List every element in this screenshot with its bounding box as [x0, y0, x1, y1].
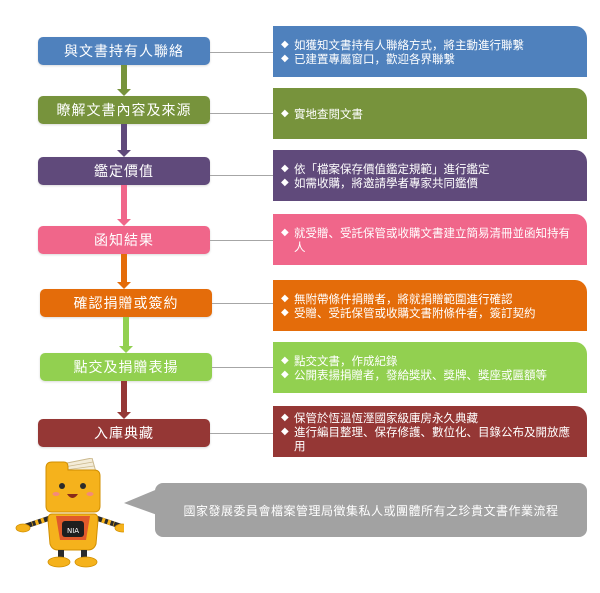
detail-confirm-donation: ◆ 無附帶條件捐贈者，將就捐贈範圍進行確認 ◆ 受贈、受託保管或收購文書附條件者，簽… [273, 280, 587, 331]
detail-notify-result: ◆ 就受贈、受託保管或收購文書建立簡易清冊並函知持有人 [273, 214, 587, 265]
detail-handover-recognition: ◆ 點交文書，作成紀錄 ◆ 公開表揚捐贈者，發給獎狀、獎牌、獎座或匾額等 [273, 342, 587, 393]
detail-text: 依「檔案保存價值鑑定規範」進行鑑定 [294, 161, 490, 176]
step-label: 確認捐贈或簽約 [73, 296, 179, 312]
diamond-bullet-icon: ◆ [281, 354, 289, 366]
connector-line [212, 367, 273, 368]
step-label: 函知結果 [94, 233, 154, 249]
diamond-bullet-icon: ◆ [281, 411, 289, 423]
robot-mascot-icon: NIA [15, 458, 124, 568]
step-label: 點交及捐贈表揚 [73, 360, 179, 376]
step-confirm-donation: 確認捐贈或簽約 [40, 289, 212, 317]
diamond-bullet-icon: ◆ [281, 368, 289, 380]
diamond-bullet-icon: ◆ [281, 425, 289, 437]
detail-understand-content: ◆ 實地查閱文書 [273, 88, 587, 139]
detail-text: 受贈、受託保管或收購文書附條件者，簽訂契約 [294, 305, 536, 320]
step-notify-result: 函知結果 [38, 226, 210, 254]
down-arrow-icon [119, 317, 133, 353]
step-appraise-value: 鑑定價值 [38, 157, 210, 185]
detail-text: 如獲知文書持有人聯絡方式，將主動進行聯繫 [294, 37, 524, 52]
diamond-bullet-icon: ◆ [281, 107, 289, 119]
connector-line [210, 240, 273, 241]
connector-line [210, 52, 273, 53]
step-handover-recognition: 點交及捐贈表揚 [40, 353, 212, 381]
detail-text: 點交文書，作成紀錄 [294, 353, 398, 368]
diamond-bullet-icon: ◆ [281, 306, 289, 318]
step-label: 鑑定價值 [94, 164, 154, 180]
speech-bubble-tail-icon [124, 488, 160, 516]
diamond-bullet-icon: ◆ [281, 52, 289, 64]
detail-text: 就受贈、受託保管或收購文書建立簡易清冊並函知持有人 [294, 225, 570, 254]
diamond-bullet-icon: ◆ [281, 226, 289, 238]
connector-line [212, 303, 273, 304]
connector-line [210, 175, 273, 176]
step-label: 瞭解文書內容及來源 [56, 103, 192, 119]
detail-contact-holder: ◆ 如獲知文書持有人聯絡方式，將主動進行聯繫 ◆ 已建置專屬窗口，歡迎各界聯繫 [273, 26, 587, 77]
connector-line [210, 113, 273, 114]
diamond-bullet-icon: ◆ [281, 162, 289, 174]
down-arrow-icon [117, 381, 131, 419]
down-arrow-icon [117, 185, 131, 226]
caption-speech-bubble: 國家發展委員會檔案管理局徵集私人或團體所有之珍貴文書作業流程 [155, 483, 587, 537]
detail-text: 已建置專屬窗口，歡迎各界聯繫 [294, 51, 455, 66]
detail-appraise-value: ◆ 依「檔案保存價值鑑定規範」進行鑑定 ◆ 如需收購，將邀請學者專家共同鑑價 [273, 150, 587, 201]
down-arrow-icon [117, 124, 131, 157]
step-label: 入庫典藏 [94, 426, 154, 442]
mascot-badge-text: NIA [67, 527, 79, 535]
caption-text: 國家發展委員會檔案管理局徵集私人或團體所有之珍貴文書作業流程 [183, 503, 559, 518]
connector-line [210, 433, 273, 434]
step-understand-content: 瞭解文書內容及來源 [38, 96, 210, 124]
diamond-bullet-icon: ◆ [281, 176, 289, 188]
down-arrow-icon [117, 65, 131, 96]
step-archive-storage: 入庫典藏 [38, 419, 210, 447]
diamond-bullet-icon: ◆ [281, 292, 289, 304]
detail-text: 實地查閱文書 [294, 106, 363, 121]
detail-text: 如需收購，將邀請學者專家共同鑑價 [294, 175, 478, 190]
step-label: 與文書持有人聯絡 [64, 44, 184, 60]
detail-text: 無附帶條件捐贈者，將就捐贈範圍進行確認 [294, 291, 513, 306]
detail-text: 保管於恆溫恆溼國家級庫房永久典藏 [294, 410, 478, 425]
step-contact-holder: 與文書持有人聯絡 [38, 37, 210, 65]
detail-text: 公開表揚捐贈者，發給獎狀、獎牌、獎座或匾額等 [294, 367, 547, 382]
down-arrow-icon [117, 254, 131, 289]
detail-text: 進行編目整理、保存修護、數位化、目錄公布及開放應用 [294, 424, 570, 453]
diamond-bullet-icon: ◆ [281, 38, 289, 50]
detail-archive-storage: ◆ 保管於恆溫恆溼國家級庫房永久典藏 ◆ 進行編目整理、保存修護、數位化、目錄公布及… [273, 406, 587, 457]
